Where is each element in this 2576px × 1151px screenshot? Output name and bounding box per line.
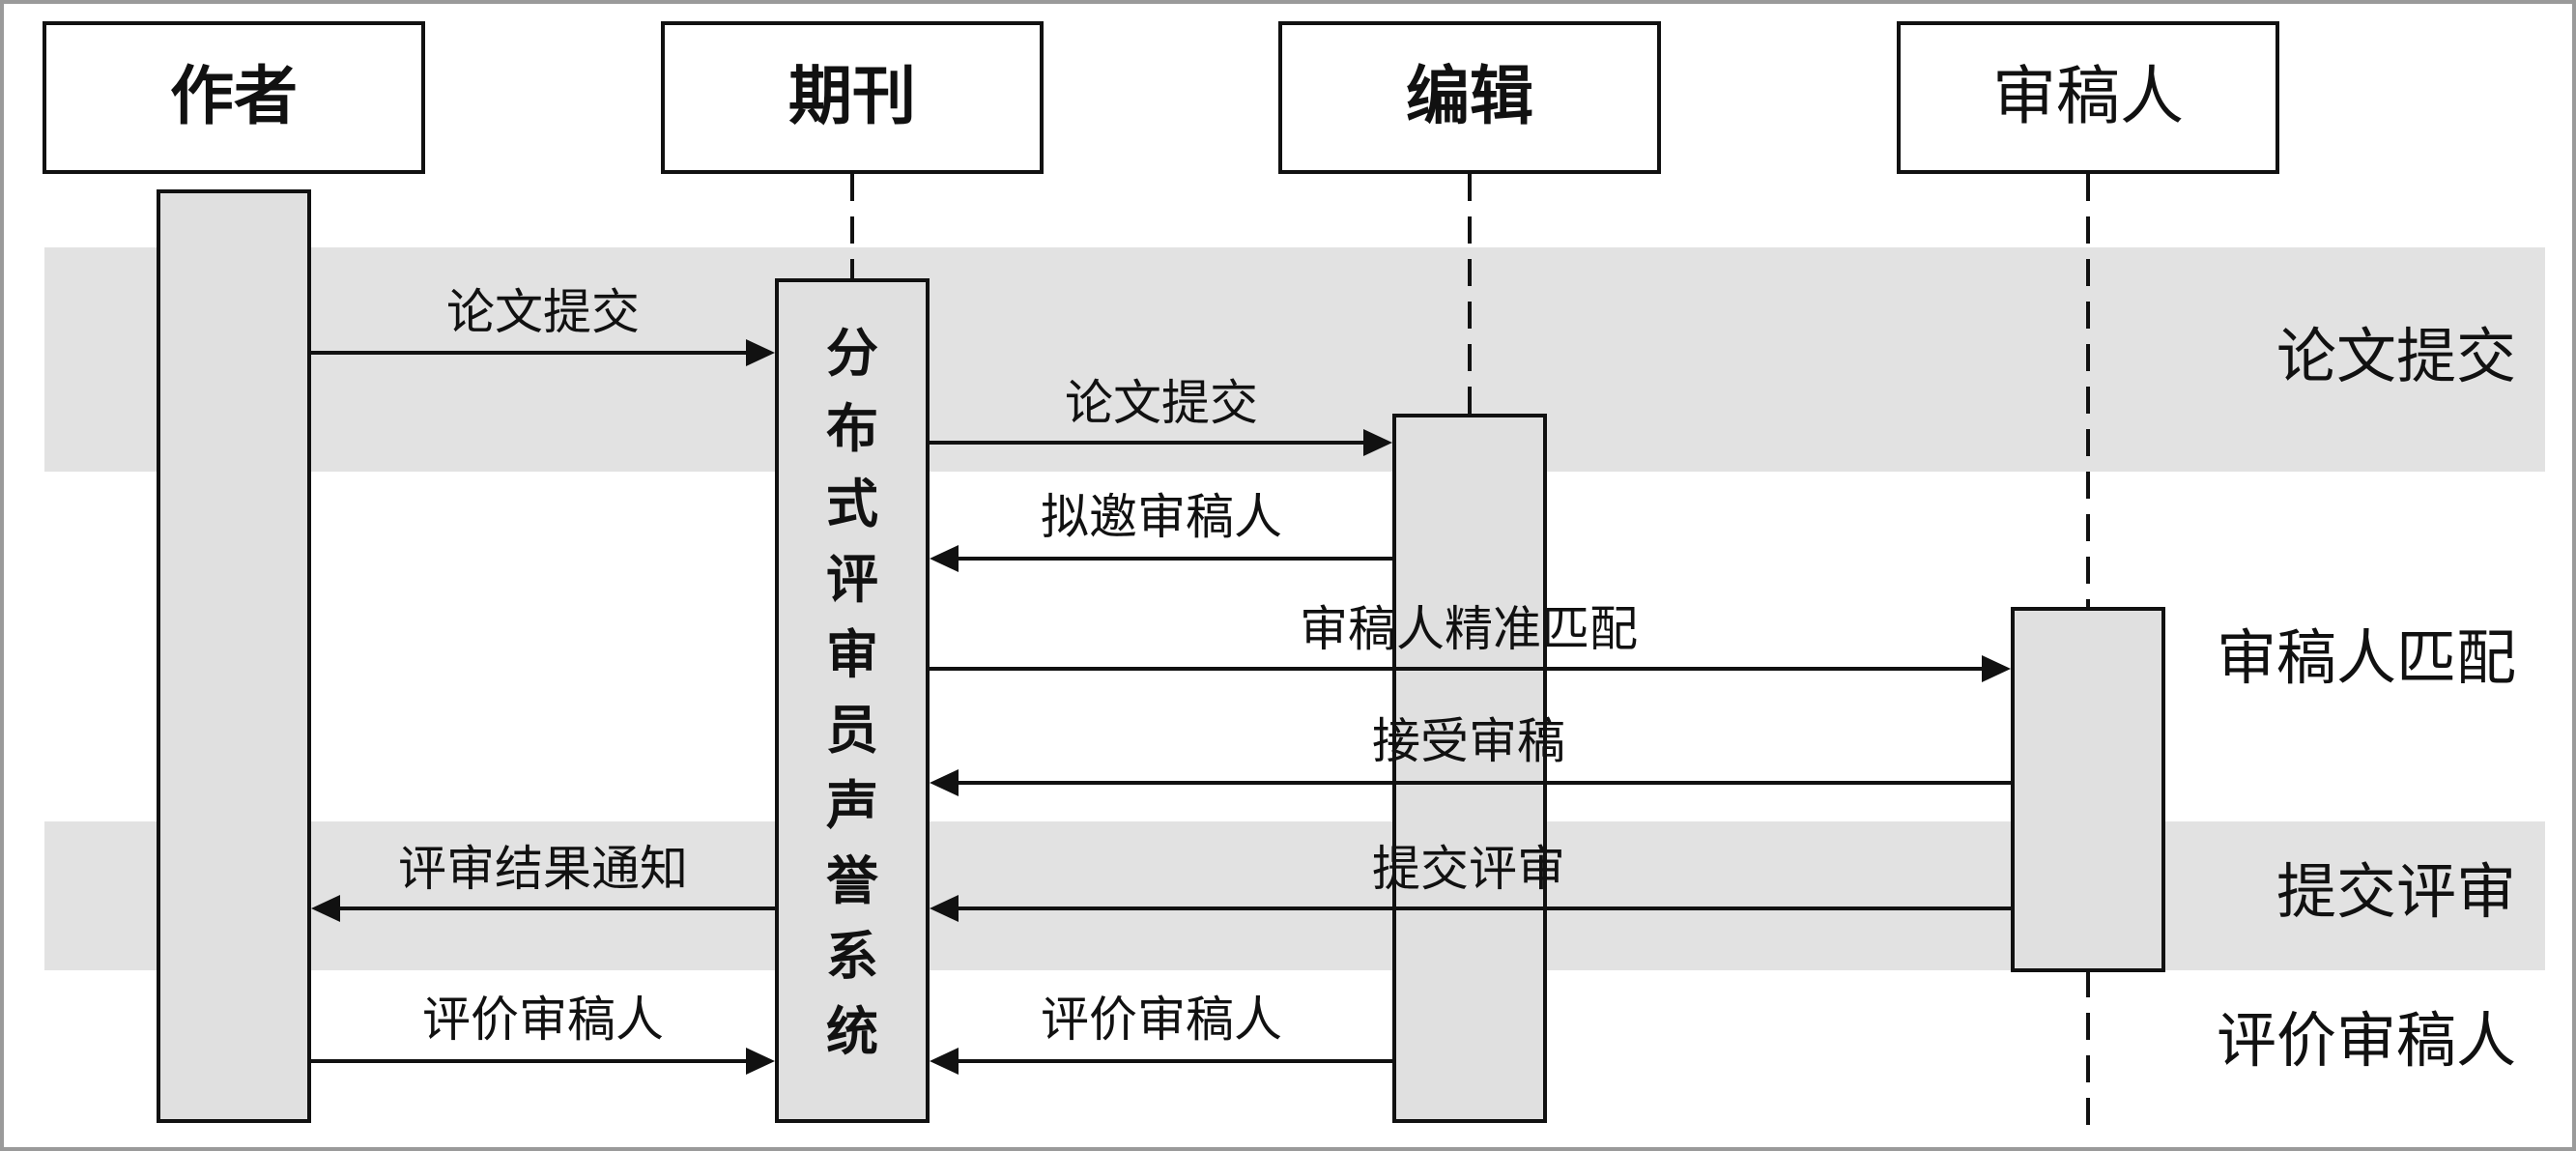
message-result-notice-label: 评审结果通知 [398,841,688,897]
system-char-4: 审 [826,624,878,685]
phase-band-submission [44,247,2545,472]
actor-author-label: 作者 [170,59,298,133]
actor-journal: 期刊 [661,21,1044,174]
message-submit-2-label: 论文提交 [1065,375,1258,431]
message-accept-review: 接受审稿 [930,713,2013,796]
actor-editor-label: 编辑 [1406,59,1533,133]
actor-journal-label: 期刊 [788,59,916,133]
message-rate-reviewer-editor-label: 评价审稿人 [1041,992,1282,1048]
actor-editor: 编辑 [1278,21,1661,174]
message-rate-reviewer-editor: 评价审稿人 [930,992,1394,1075]
system-char-8: 系 [826,926,878,987]
activation-journal-system [775,278,930,1123]
message-submit-1-label: 论文提交 [446,284,640,340]
message-result-notice: 评审结果通知 [311,841,777,922]
actor-reviewer: 审稿人 [1897,21,2279,174]
actor-reviewer-label: 审稿人 [1992,59,2184,133]
system-char-9: 统 [826,1001,878,1062]
system-char-3: 评 [826,549,878,610]
message-submit-1: 论文提交 [309,284,775,366]
message-submit-review-label: 提交评审 [1372,841,1565,897]
activation-author [157,189,311,1123]
message-submit-review: 提交评审 [930,841,2013,922]
message-invite-reviewer: 拟邀审稿人 [930,489,1394,572]
system-label: 分 布 式 评 审 员 声 誉 系 统 [826,323,879,1062]
actor-author: 作者 [43,21,425,174]
activation-editor [1392,414,1547,1123]
message-rate-reviewer-author-label: 评价审稿人 [422,992,664,1048]
message-rate-reviewer-author: 评价审稿人 [309,992,775,1075]
message-invite-reviewer-label: 拟邀审稿人 [1041,489,1282,545]
message-precise-match: 审稿人精准匹配 [928,601,2011,682]
message-precise-match-label: 审稿人精准匹配 [1300,601,1638,657]
phase-label-submission: 论文提交 [2276,321,2516,391]
activation-reviewer [2011,607,2165,972]
system-char-1: 布 [826,398,878,459]
system-char-7: 誉 [826,850,879,911]
system-char-2: 式 [826,474,878,534]
phase-label-matching: 审稿人匹配 [2217,622,2516,693]
message-accept-review-label: 接受审稿 [1372,713,1565,769]
phase-label-rate-reviewer: 评价审稿人 [2217,1005,2516,1076]
system-char-6: 声 [826,775,878,836]
phase-label-review-submit: 提交评审 [2276,856,2516,927]
message-submit-2: 论文提交 [928,375,1392,456]
system-char-5: 员 [826,700,878,761]
system-char-0: 分 [826,323,878,384]
